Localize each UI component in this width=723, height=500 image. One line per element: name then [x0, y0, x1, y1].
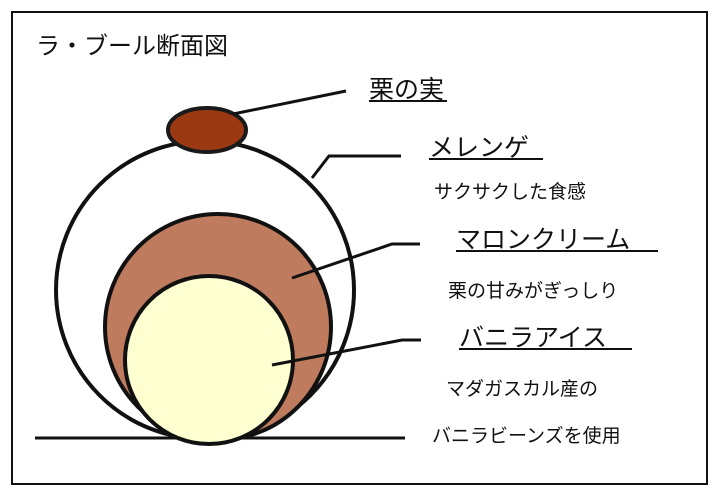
vanilla-ice-label: バニラアイス: [459, 323, 607, 352]
vanilla-ice-leader-line: [271, 338, 421, 367]
diagram-frame: [11, 11, 708, 485]
vanilla-ice-shape: [123, 274, 295, 446]
vanilla-ice-description-line-1: マダガスカル産の: [446, 378, 598, 400]
meringue-label: メレンゲ: [429, 133, 529, 162]
chestnut-shape: [166, 106, 248, 154]
vanilla-ice-description-line-2: バニラビーンズを使用: [432, 425, 621, 447]
meringue-leader-line: [310, 154, 401, 179]
diagram-title: ラ・ブール断面図: [36, 32, 228, 60]
marron-cream-label: マロンクリーム: [456, 225, 630, 254]
meringue-description: サクサクした食感: [434, 181, 586, 203]
marron-cream-leader-line: [291, 242, 420, 280]
chestnut-label: 栗の実: [369, 75, 444, 104]
marron-cream-description: 栗の甘みがぎっしり: [448, 280, 618, 302]
chestnut-leader-line: [232, 89, 347, 116]
